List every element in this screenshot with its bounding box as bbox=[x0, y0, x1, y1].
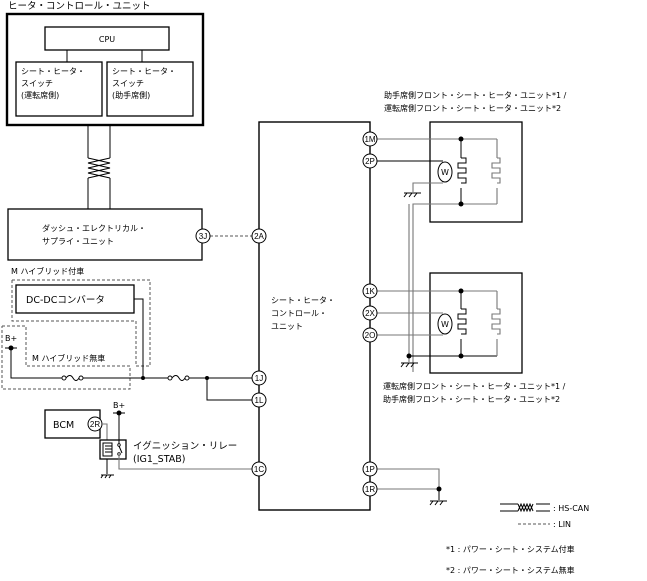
fuse-icon-2 bbox=[167, 375, 190, 381]
hs-can-twisted-pair bbox=[87, 126, 111, 209]
upper-sensor-ground-wire bbox=[412, 182, 443, 192]
svg-text:1R: 1R bbox=[365, 485, 375, 494]
pin-1r bbox=[362, 481, 378, 497]
lower-unit-label-1: 運転席側フロント・シート・ヒータ・ユニット*1 / bbox=[383, 381, 566, 391]
svg-text:2A: 2A bbox=[254, 232, 264, 241]
bottom-ground-icon bbox=[429, 500, 447, 506]
hybrid-with-label: M ハイブリッド付車 bbox=[11, 266, 84, 276]
hs-can-legend-icon bbox=[500, 502, 550, 513]
svg-text:1K: 1K bbox=[365, 287, 375, 296]
dash-supply-line1: ダッシュ・エレクトリカル・ bbox=[42, 223, 146, 233]
upper-unit-label-2: 運転席側フロント・シート・ヒータ・ユニット*2 bbox=[384, 103, 561, 113]
svg-text:1C: 1C bbox=[254, 465, 264, 474]
switch-passenger-line1: シート・ヒータ・ bbox=[112, 67, 176, 76]
pin-2a bbox=[251, 228, 267, 244]
junction-dot bbox=[458, 136, 464, 142]
seat-heater-control-unit-box bbox=[258, 121, 371, 511]
hybrid-with-area bbox=[11, 279, 151, 367]
lower-heater-element-1 bbox=[457, 308, 467, 335]
switch-driver-line1: シート・ヒータ・ bbox=[21, 67, 85, 76]
heater-control-unit-title: ヒータ・コントロール・ユニット bbox=[8, 1, 151, 12]
lower-unit-label-2: 助手席側フロント・シート・ヒータ・ユニット*2 bbox=[383, 394, 560, 404]
junction-dot bbox=[141, 376, 145, 380]
svg-text:1P: 1P bbox=[365, 465, 375, 474]
pin-2x bbox=[362, 305, 378, 321]
junction-dot bbox=[406, 353, 412, 359]
svg-text:2R: 2R bbox=[90, 420, 100, 429]
bcm-to-relay-wire bbox=[102, 423, 108, 445]
junction-dot bbox=[458, 353, 464, 359]
pin-3j bbox=[195, 228, 211, 244]
svg-text:2X: 2X bbox=[365, 309, 375, 318]
upper-unit-label-1: 助手席側フロント・シート・ヒータ・ユニット*1 / bbox=[384, 90, 567, 100]
lower-thermistor-glyph: W bbox=[441, 320, 449, 329]
switch-driver-line2: スイッチ bbox=[21, 79, 53, 88]
note-1: *1 : パワー・シート・システム付車 bbox=[446, 544, 575, 554]
hybrid-without-label: M ハイブリッド無車 bbox=[32, 353, 105, 363]
svg-text:1M: 1M bbox=[364, 135, 375, 144]
ground-icon bbox=[100, 474, 114, 479]
b-plus-label-2: B+ bbox=[113, 401, 125, 410]
dcdc-converter-box bbox=[15, 284, 135, 314]
shcu-line1: シート・ヒータ・ bbox=[271, 296, 335, 305]
switch-driver-box bbox=[15, 61, 103, 117]
pin-1m bbox=[362, 131, 378, 147]
upper-return-wire bbox=[412, 203, 497, 372]
junction-dot bbox=[458, 201, 464, 207]
ignition-relay-line1: イグニッション・リレー bbox=[133, 440, 237, 452]
junction-dot bbox=[458, 288, 464, 294]
left-pins: 2A 1J 1L 1C bbox=[251, 228, 267, 477]
shcu-line2: コントロール・ bbox=[271, 309, 327, 318]
switch-passenger-line2: スイッチ bbox=[112, 79, 144, 88]
relay-to-1c-wire bbox=[118, 455, 252, 470]
switch-driver-line3: (運転席側) bbox=[21, 90, 59, 100]
switch-passenger-box bbox=[106, 61, 194, 117]
b-plus-wire bbox=[10, 348, 62, 379]
upper-heater-element-2 bbox=[491, 157, 501, 184]
relay-coil-icon bbox=[102, 442, 113, 457]
legend: : HS-CAN : LIN *1 : パワー・シート・システム付車 *2 : … bbox=[446, 502, 589, 575]
pin-1p bbox=[362, 461, 378, 477]
bcm-label: BCM bbox=[53, 420, 74, 431]
pin-2p bbox=[362, 153, 378, 169]
svg-text:1J: 1J bbox=[255, 374, 263, 383]
upper-ground-icon bbox=[403, 192, 421, 198]
heater-control-unit-box bbox=[5, 12, 205, 127]
svg-text:2P: 2P bbox=[365, 157, 375, 166]
note-2: *2 : パワー・シート・システム無車 bbox=[446, 565, 575, 575]
cpu-box bbox=[44, 26, 170, 51]
upper-thermistor-icon bbox=[437, 161, 453, 183]
lower-heater-element-2 bbox=[491, 308, 501, 335]
wire-1p bbox=[377, 468, 440, 490]
upper-thermistor-glyph: W bbox=[441, 168, 449, 177]
pin-1k bbox=[362, 283, 378, 299]
pin-1c bbox=[251, 461, 267, 477]
svg-text:3J: 3J bbox=[199, 232, 207, 241]
svg-text:1L: 1L bbox=[255, 396, 264, 405]
pin-1l bbox=[251, 392, 267, 408]
dcdc-converter-label: DC-DCコンバータ bbox=[26, 295, 105, 306]
lower-thermistor-icon bbox=[437, 313, 453, 335]
right-pins: 1M 2P 1K 2X 2O 1P 1R bbox=[362, 131, 378, 497]
dash-supply-unit-box bbox=[7, 208, 203, 261]
hybrid-without-area bbox=[1, 325, 131, 390]
switch-passenger-line3: (助手席側) bbox=[112, 90, 150, 100]
fuse-icon-1 bbox=[61, 375, 84, 381]
svg-text:2O: 2O bbox=[365, 331, 376, 340]
cpu-label: CPU bbox=[99, 35, 115, 44]
dcdc-output-wire bbox=[134, 298, 144, 378]
lower-ground-icon bbox=[400, 362, 418, 368]
b-plus-label-1: B+ bbox=[5, 334, 17, 343]
dash-supply-line2: サプライ・ユニット bbox=[42, 237, 114, 246]
upper-heater-element-1 bbox=[457, 157, 467, 184]
ignition-relay-line2: (IG1_STAB) bbox=[133, 454, 185, 465]
lin-legend-label: : LIN bbox=[553, 520, 571, 529]
pin-1j bbox=[251, 370, 267, 386]
shcu-line3: ユニット bbox=[271, 322, 303, 331]
pin-2o bbox=[362, 327, 378, 343]
relay-switch-icon bbox=[117, 413, 123, 456]
wire-to-1l bbox=[206, 378, 252, 401]
hs-can-legend-label: : HS-CAN bbox=[553, 504, 589, 513]
